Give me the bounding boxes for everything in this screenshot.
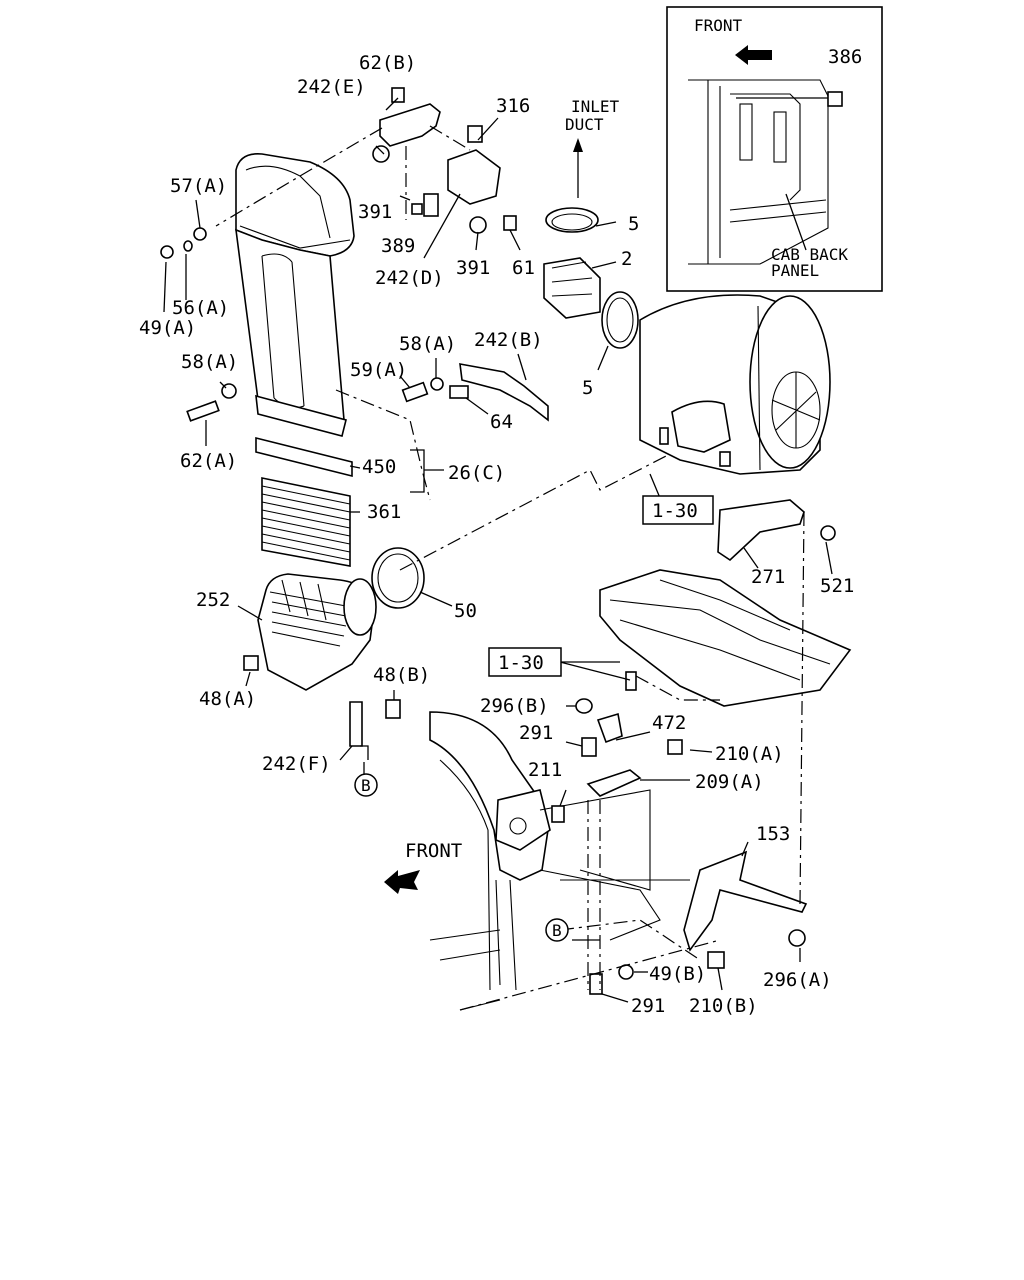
label-242f: 242(F) [262,753,331,775]
air-cleaner-drawing [639,294,831,475]
label-210b: 210(B) [689,995,758,1017]
label-211: 211 [528,759,562,781]
label-64: 64 [490,411,513,433]
ref-box-1-30-lower [488,647,562,677]
label-48a: 48(A) [199,688,256,710]
intake-duct-drawing [235,153,425,691]
label-296a: 296(A) [763,969,832,991]
inset-cab-back-label: CAB BACK [771,245,848,264]
label-271: 271 [751,566,785,588]
label-521: 521 [820,575,854,597]
leader-lines [163,97,833,1011]
inset-front-label: FRONT [694,16,743,35]
frame-drawing [429,499,852,1011]
label-62a: 62(A) [180,450,237,472]
label-front: FRONT [405,840,462,862]
label-b-upper: B [361,776,371,795]
label-duct: DUCT [565,115,604,134]
label-242b: 242(B) [474,329,543,351]
label-inlet: INLET [571,97,620,116]
label-48b: 48(B) [373,664,430,686]
label-26c: 26(C) [448,462,505,484]
label-450: 450 [362,456,396,478]
label-49b: 49(B) [649,963,706,985]
label-5-lower: 5 [582,377,593,399]
label-1-30-upper: 1-30 [652,500,698,522]
label-b-lower: B [552,921,562,940]
ref-circle-b-lower [545,918,569,942]
label-58a-right: 58(A) [399,333,456,355]
label-56a: 56(A) [172,297,229,319]
label-391-lower: 391 [456,257,490,279]
label-50: 50 [454,600,477,622]
label-1-30-lower: 1-30 [498,652,544,674]
inset-part-386-label: 386 [828,46,862,68]
label-242d: 242(D) [375,267,444,289]
label-49a: 49(A) [139,317,196,339]
label-61: 61 [512,257,535,279]
label-210a: 210(A) [715,743,784,765]
label-209a: 209(A) [695,771,764,793]
label-153: 153 [756,823,790,845]
inset-panel: FRONT 386 CAB BACK PANEL [666,6,883,292]
label-2: 2 [621,248,632,270]
label-472: 472 [652,712,686,734]
label-252: 252 [196,589,230,611]
label-291-lower: 291 [631,995,665,1017]
label-59a: 59(A) [350,359,407,381]
label-316: 316 [496,95,530,117]
ref-box-1-30-upper [642,495,714,525]
label-291-upper: 291 [519,722,553,744]
front-arrow-icon [384,870,420,894]
label-57a: 57(A) [170,175,227,197]
label-296b: 296(B) [480,695,549,717]
fasteners-drawing [186,363,806,995]
top-brackets-drawing [160,87,517,259]
label-58a-left: 58(A) [181,351,238,373]
ref-circle-b-upper [354,773,378,797]
label-5-upper: 5 [628,213,639,235]
inlet-hose-drawing [543,138,639,349]
inset-front-arrow-icon [735,45,772,65]
label-391-upper: 391 [358,201,392,223]
part-labels: 62(B) 242(E) 316 INLET DUCT 57(A) 391 38… [139,52,854,1017]
label-361: 361 [367,501,401,523]
label-389: 389 [381,235,415,257]
label-242e: 242(E) [297,76,366,98]
label-62b: 62(B) [359,52,416,74]
inset-panel-label: PANEL [771,261,819,280]
